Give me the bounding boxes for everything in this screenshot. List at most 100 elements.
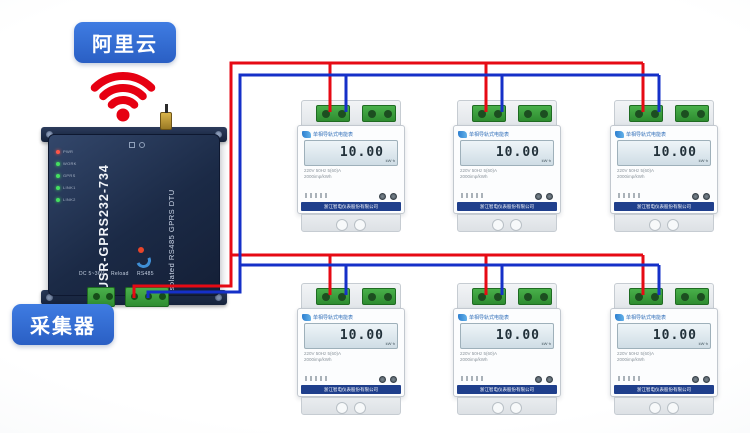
- dtu-front-panel: PWR WORK GPRS LINK1 LINK2 USR-GPRS232-73…: [48, 134, 220, 307]
- meter-button-icon: [379, 193, 386, 200]
- meter-company-band: 浙江智电仪表股份有限公司: [614, 385, 714, 394]
- meter-cert-marks-icon: [461, 193, 483, 198]
- meter-terminal-cap: [614, 100, 714, 126]
- meter-buttons: [692, 193, 710, 200]
- meter-bottom-cap: [301, 397, 401, 415]
- meter-button-icon: [692, 193, 699, 200]
- meter-lcd-display: 10.00 kW·h: [304, 140, 398, 166]
- meter-buttons: [692, 376, 710, 383]
- meter-rs485-terminal: [316, 105, 350, 122]
- meter-front-panel: 单相导轨式电能表 10.00 kW·h 220V 50Hz 5(60)A 200…: [610, 308, 718, 397]
- meter-power-terminal: [518, 288, 552, 305]
- meter-company-band: 浙江智电仪表股份有限公司: [301, 385, 401, 394]
- energy-meter-1: 单相导轨式电能表 10.00 kW·h 220V 50Hz 5(60)A 200…: [297, 100, 405, 232]
- led-label: WORK: [63, 161, 77, 166]
- rs485-port-label: RS485: [137, 271, 154, 277]
- meter-spec-line2: 2000imp/kWh: [304, 173, 332, 179]
- meter-unit-label: kW·h: [385, 158, 395, 163]
- meter-unit-label: kW·h: [698, 341, 708, 346]
- dtu-product-text: Isolated RS485 GPRS DTU: [167, 189, 176, 293]
- meter-reading: 10.00: [652, 328, 697, 343]
- led-indicator-icon: [56, 161, 60, 166]
- meter-rs485-terminal: [472, 288, 506, 305]
- meter-power-terminal: [362, 288, 396, 305]
- usr-brand-logo-icon: [131, 247, 154, 271]
- meter-model-text: 单相导轨式电能表: [626, 131, 667, 138]
- led-pwr: PWR: [56, 149, 77, 154]
- led-label: LINK2: [63, 197, 76, 202]
- meter-model-text: 单相导轨式电能表: [469, 131, 510, 138]
- meter-spec-line1: 220V 50Hz 5(60)A: [460, 351, 498, 356]
- meter-front-panel: 单相导轨式电能表 10.00 kW·h 220V 50Hz 5(60)A 200…: [453, 125, 561, 214]
- energy-meter-2: 单相导轨式电能表 10.00 kW·h 220V 50Hz 5(60)A 200…: [453, 100, 561, 232]
- meter-spec-line1: 220V 50Hz 5(60)A: [617, 351, 655, 356]
- meter-brand-logo-icon: [458, 313, 467, 321]
- meter-spec-line2: 2000imp/kWh: [460, 173, 488, 179]
- meter-reading: 10.00: [339, 145, 384, 160]
- meter-bottom-cap: [457, 397, 557, 415]
- led-link2: LINK2: [56, 197, 77, 202]
- meter-brand-logo-icon: [458, 130, 467, 138]
- meter-unit-label: kW·h: [385, 341, 395, 346]
- meter-bottom-cap: [301, 214, 401, 232]
- meter-button-icon: [535, 376, 542, 383]
- meter-buttons: [379, 193, 397, 200]
- meter-bottom-cap: [614, 214, 714, 232]
- led-indicator-icon: [56, 149, 60, 154]
- meter-spec-line2: 2000imp/kWh: [617, 173, 645, 179]
- energy-meter-4: 单相导轨式电能表 10.00 kW·h 220V 50Hz 5(60)A 200…: [297, 283, 405, 415]
- status-led-column: PWR WORK GPRS LINK1 LINK2: [56, 149, 77, 202]
- meter-lcd-display: 10.00 kW·h: [460, 323, 554, 349]
- meter-front-panel: 单相导轨式电能表 10.00 kW·h 220V 50Hz 5(60)A 200…: [297, 125, 405, 214]
- meter-power-terminal: [675, 288, 709, 305]
- meter-buttons: [535, 193, 553, 200]
- led-work: WORK: [56, 161, 77, 166]
- meter-reading: 10.00: [495, 145, 540, 160]
- energy-meter-5: 单相导轨式电能表 10.00 kW·h 220V 50Hz 5(60)A 200…: [453, 283, 561, 415]
- meter-unit-label: kW·h: [541, 158, 551, 163]
- wifi-icon: [90, 71, 156, 122]
- led-indicator-icon: [56, 197, 60, 202]
- meter-terminal-cap: [301, 100, 401, 126]
- led-indicator-icon: [56, 173, 60, 178]
- power-terminal-block: [87, 287, 115, 307]
- led-link1: LINK1: [56, 185, 77, 190]
- meter-cert-marks-icon: [618, 376, 640, 381]
- meter-rs485-terminal: [629, 105, 663, 122]
- meter-button-icon: [379, 376, 386, 383]
- meter-brand-logo-icon: [615, 313, 624, 321]
- led-label: PWR: [63, 149, 74, 154]
- meter-bottom-cap: [457, 214, 557, 232]
- meter-lcd-display: 10.00 kW·h: [460, 140, 554, 166]
- wifi-arcs: [90, 71, 156, 109]
- meter-spec-line2: 2000imp/kWh: [460, 356, 488, 362]
- meter-rs485-terminal: [316, 288, 350, 305]
- power-port-label: DC 5~36V: [79, 271, 105, 277]
- meter-power-terminal: [362, 105, 396, 122]
- meter-brand-logo-icon: [302, 313, 311, 321]
- meter-buttons: [379, 376, 397, 383]
- meter-spec-line2: 2000imp/kWh: [304, 356, 332, 362]
- cloud-label: 阿里云: [74, 22, 176, 63]
- led-label: GPRS: [63, 173, 76, 178]
- energy-meter-6: 单相导轨式电能表 10.00 kW·h 220V 50Hz 5(60)A 200…: [610, 283, 718, 415]
- meter-button-icon: [703, 376, 710, 383]
- meter-company-band: 浙江智电仪表股份有限公司: [614, 202, 714, 211]
- meter-unit-label: kW·h: [698, 158, 708, 163]
- meter-button-icon: [390, 376, 397, 383]
- meter-reading: 10.00: [652, 145, 697, 160]
- meter-spec-line2: 2000imp/kWh: [617, 356, 645, 362]
- energy-meter-3: 单相导轨式电能表 10.00 kW·h 220V 50Hz 5(60)A 200…: [610, 100, 718, 232]
- meter-button-icon: [703, 193, 710, 200]
- gprs-dtu-device: PWR WORK GPRS LINK1 LINK2 USR-GPRS232-73…: [41, 104, 227, 307]
- meter-company-band: 浙江智电仪表股份有限公司: [457, 385, 557, 394]
- meter-bottom-cap: [614, 397, 714, 415]
- reload-label: Reload: [111, 271, 129, 277]
- meter-cert-marks-icon: [461, 376, 483, 381]
- meter-unit-label: kW·h: [541, 341, 551, 346]
- meter-model-text: 单相导轨式电能表: [313, 314, 354, 321]
- meter-front-panel: 单相导轨式电能表 10.00 kW·h 220V 50Hz 5(60)A 200…: [297, 308, 405, 397]
- meter-power-terminal: [675, 105, 709, 122]
- meter-rs485-terminal: [472, 105, 506, 122]
